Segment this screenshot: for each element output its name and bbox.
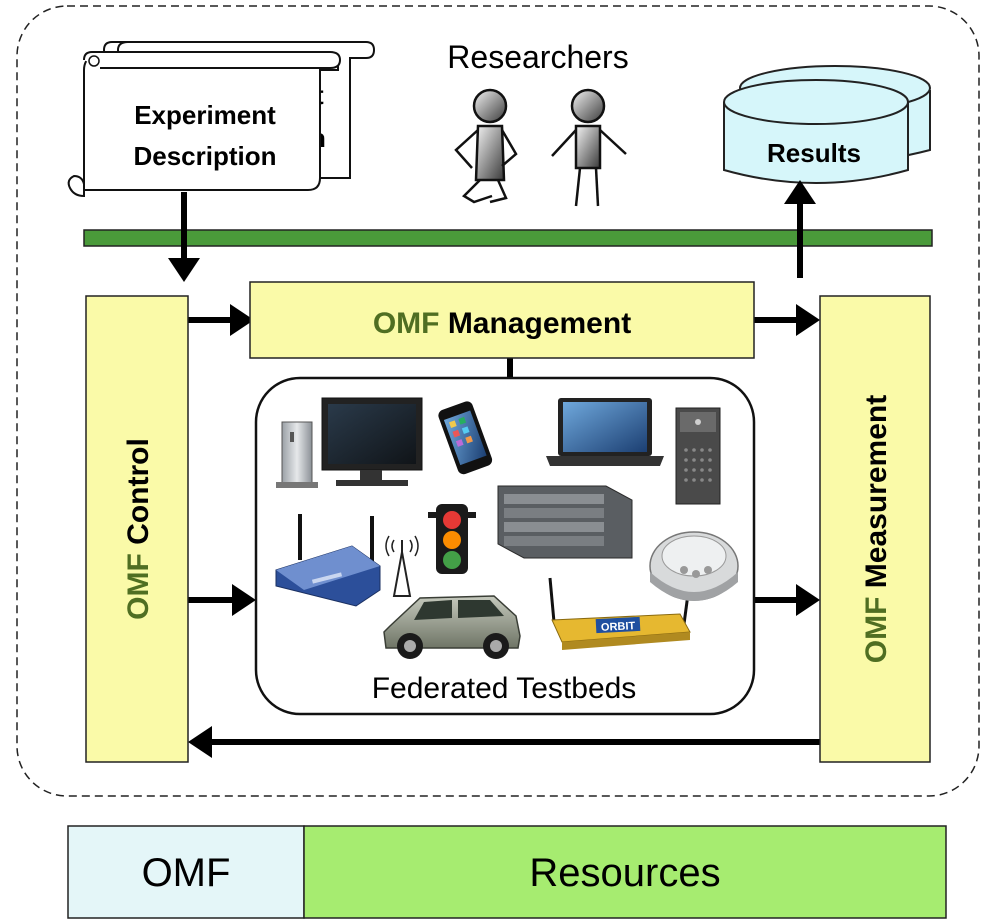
omf-measurement-panel: [819, 295, 931, 763]
federated-testbeds-label: Federated Testbeds: [372, 672, 637, 705]
omf-management-prefix: OMF: [373, 307, 440, 340]
experiment-line2: Description: [133, 141, 276, 171]
legend: OMF Resources: [67, 825, 947, 919]
traffic-light-icon: [428, 504, 476, 574]
omf-management-panel: [249, 281, 755, 359]
results-database-icon: Results: [723, 65, 931, 184]
legend-omf-label: OMF: [142, 851, 231, 895]
omf-management-label: OMF Management: [373, 307, 631, 340]
experiment-description-scroll: t n Experiment Description: [67, 41, 376, 198]
omf-control-panel: [85, 295, 189, 763]
router-chassis-icon: [497, 485, 633, 559]
orbit-node-icon: ORBIT: [548, 577, 691, 650]
legend-omf-box: [67, 825, 305, 919]
omf-control-label: OMF Control: [122, 438, 155, 620]
legend-resources-box: [303, 825, 947, 919]
researcher-icon-1: [454, 88, 518, 204]
researcher-icon-2: [551, 88, 627, 207]
server-tower-icon: [276, 421, 318, 488]
desktop-tower-icon: [675, 407, 721, 505]
smartphone-icon: [438, 401, 493, 475]
omf-management-word: Management: [448, 307, 631, 340]
outer-frame: [16, 5, 980, 797]
legend-resources-label: Resources: [529, 851, 720, 895]
omf-measurement-word: Measurement: [860, 395, 893, 588]
robot-vacuum-icon: [649, 531, 739, 601]
arrows: [168, 180, 820, 758]
experiment-line1: Experiment: [134, 100, 276, 130]
television-icon: [321, 397, 423, 486]
wireless-router-icon: [275, 514, 381, 607]
car-icon: [383, 595, 521, 659]
bus-bar: [83, 229, 933, 247]
omf-measurement-prefix: OMF: [860, 597, 893, 664]
researchers-label: Researchers: [447, 39, 628, 75]
results-label: Results: [767, 138, 861, 168]
laptop-icon: [546, 398, 664, 466]
sensor-antenna-icon: [385, 535, 419, 597]
orbit-label: ORBIT: [601, 620, 636, 634]
omf-measurement-label: OMF Measurement: [860, 395, 893, 663]
omf-control-word: Control: [122, 438, 155, 545]
omf-control-prefix: OMF: [122, 553, 155, 620]
